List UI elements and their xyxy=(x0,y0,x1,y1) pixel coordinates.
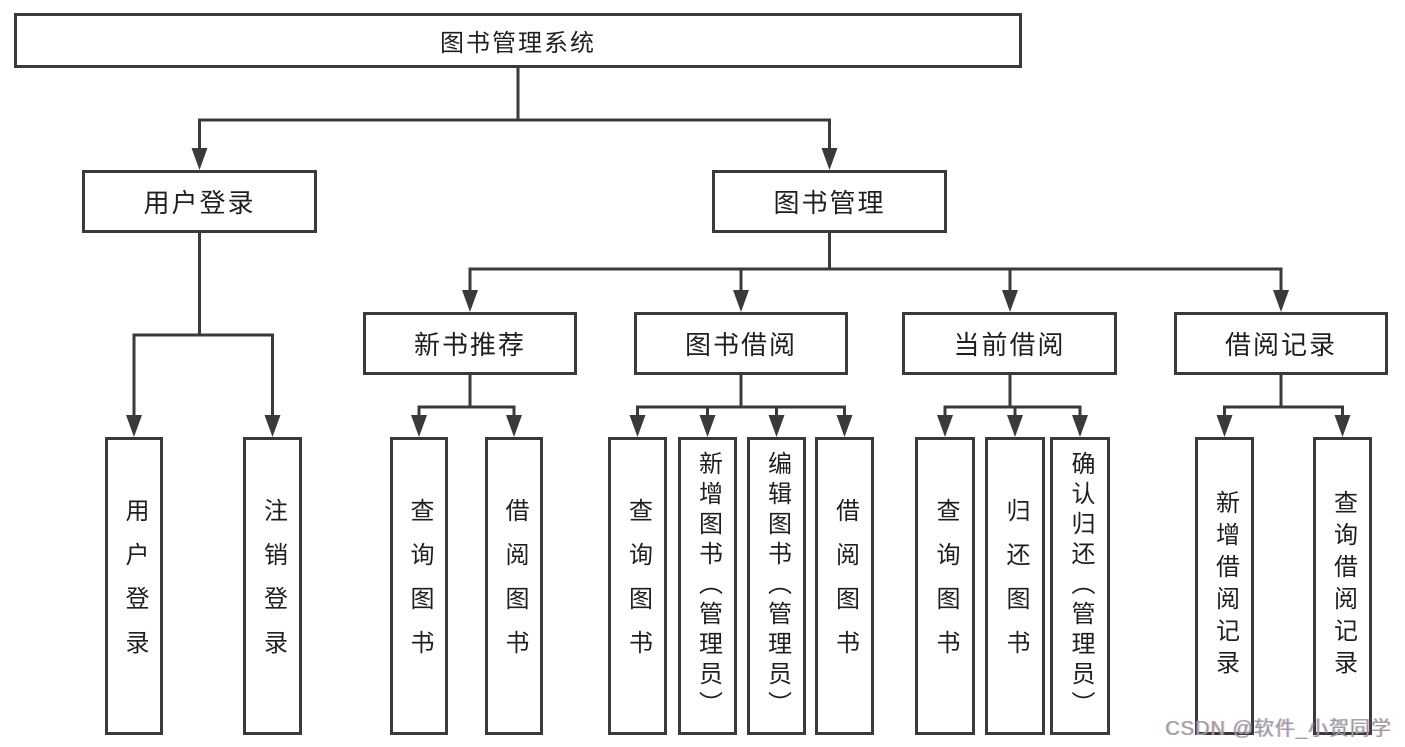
node-borrowing-records-label: 借阅记录 xyxy=(1224,330,1337,360)
node-leaf-add-book-admin-label: 新增图书（管理员） xyxy=(694,451,722,721)
node-leaf-query-borrow-record-label: 查询借阅记录 xyxy=(1329,490,1357,682)
arrow-down-icon xyxy=(462,290,478,312)
arrow-down-icon xyxy=(264,415,281,437)
arrow-down-icon xyxy=(126,415,142,437)
node-root-system-label: 图书管理系统 xyxy=(440,30,596,57)
node-leaf-user-login: 用户登录 xyxy=(105,437,163,735)
node-leaf-query-book-current-label: 查询图书 xyxy=(932,498,959,674)
node-new-book-recommend-label: 新书推荐 xyxy=(413,330,526,360)
node-leaf-add-borrow-record: 新增借阅记录 xyxy=(1195,437,1254,735)
node-leaf-query-book-current: 查询图书 xyxy=(915,437,975,735)
node-leaf-query-book-recommend-label: 查询图书 xyxy=(406,498,433,674)
arrow-down-icon xyxy=(629,415,646,437)
node-leaf-borrow-book-borrowing-label: 借阅图书 xyxy=(831,498,859,674)
node-new-book-recommend: 新书推荐 xyxy=(363,312,577,375)
arrow-down-icon xyxy=(768,415,785,437)
arrow-down-icon xyxy=(411,415,427,437)
arrow-down-icon xyxy=(1002,290,1018,312)
node-leaf-borrow-book-recommend: 借阅图书 xyxy=(485,437,543,735)
node-leaf-borrow-book-recommend-label: 借阅图书 xyxy=(501,498,528,674)
node-leaf-return-book-label: 归还图书 xyxy=(1002,498,1029,674)
node-leaf-query-book-recommend: 查询图书 xyxy=(390,437,448,735)
node-current-borrowing: 当前借阅 xyxy=(902,312,1117,375)
node-leaf-logout: 注销登录 xyxy=(243,437,302,735)
arrow-down-icon xyxy=(191,148,208,170)
arrow-down-icon xyxy=(1216,415,1233,437)
csdn-watermark: CSDN @软件_小贺同学 xyxy=(1165,718,1392,740)
node-leaf-query-book-borrowing: 查询图书 xyxy=(608,437,667,735)
node-leaf-logout-label: 注销登录 xyxy=(259,498,287,674)
node-book-management: 图书管理 xyxy=(712,170,947,233)
arrow-down-icon xyxy=(937,415,953,437)
node-book-borrowing-label: 图书借阅 xyxy=(684,330,797,360)
node-leaf-add-book-admin: 新增图书（管理员） xyxy=(678,437,737,735)
arrow-down-icon xyxy=(733,290,749,312)
node-borrowing-records: 借阅记录 xyxy=(1174,312,1388,375)
node-leaf-confirm-return-admin: 确认归还（管理员） xyxy=(1050,437,1110,735)
arrow-down-icon xyxy=(836,415,853,437)
node-book-borrowing: 图书借阅 xyxy=(634,312,848,375)
arrow-down-icon xyxy=(1334,415,1351,437)
node-root-system: 图书管理系统 xyxy=(14,13,1022,68)
arrow-down-icon xyxy=(821,148,838,170)
node-leaf-edit-book-admin-label: 编辑图书（管理员） xyxy=(763,451,791,721)
node-leaf-confirm-return-admin-label: 确认归还（管理员） xyxy=(1067,451,1094,721)
node-leaf-query-book-borrowing-label: 查询图书 xyxy=(624,498,652,674)
node-leaf-user-login-label: 用户登录 xyxy=(121,498,148,674)
tree-edges xyxy=(132,66,1344,420)
node-current-borrowing-label: 当前借阅 xyxy=(953,330,1066,360)
node-leaf-return-book: 归还图书 xyxy=(985,437,1045,735)
arrow-down-icon xyxy=(1007,415,1023,437)
node-book-management-label: 图书管理 xyxy=(773,188,886,218)
arrow-down-icon xyxy=(506,415,522,437)
node-leaf-query-borrow-record: 查询借阅记录 xyxy=(1313,437,1372,735)
arrowhead-icons xyxy=(126,148,1351,437)
node-user-login-label: 用户登录 xyxy=(143,188,256,218)
node-leaf-borrow-book-borrowing: 借阅图书 xyxy=(815,437,874,735)
node-leaf-edit-book-admin: 编辑图书（管理员） xyxy=(747,437,806,735)
arrow-down-icon xyxy=(1273,290,1289,312)
arrow-down-icon xyxy=(1072,415,1088,437)
arrow-down-icon xyxy=(699,415,716,437)
node-user-login: 用户登录 xyxy=(82,170,317,233)
node-leaf-add-borrow-record-label: 新增借阅记录 xyxy=(1211,490,1239,682)
